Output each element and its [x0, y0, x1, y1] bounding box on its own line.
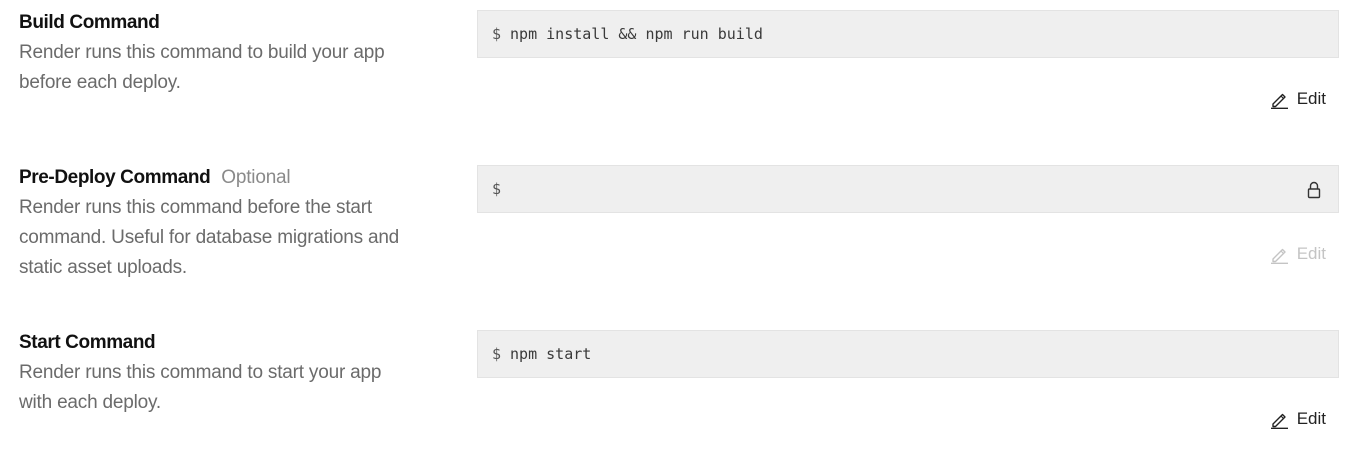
build-command-description: Render runs this command to build your a… [19, 38, 439, 98]
description-line: command. Useful for database migrations … [19, 227, 400, 248]
edit-label: Edit [1296, 244, 1326, 263]
build-command-field[interactable]: $ npm install && npm run build [477, 10, 1339, 58]
optional-tag: Optional [221, 167, 291, 188]
start-command-description: Render runs this command to start your a… [19, 358, 439, 418]
start-command-info: Start Command Render runs this command t… [19, 332, 439, 418]
build-command-title: Build Command [19, 12, 160, 33]
shell-prompt: $ [492, 25, 502, 43]
lock-icon [1307, 181, 1321, 199]
start-command-field[interactable]: $ npm start [477, 330, 1339, 378]
pre-deploy-command-field[interactable]: $ [477, 165, 1339, 213]
start-command-edit-button[interactable]: Edit [1270, 409, 1326, 429]
description-line: before each deploy. [19, 72, 181, 93]
description-line: static asset uploads. [19, 257, 187, 278]
description-line: Render runs this command before the star… [19, 197, 372, 218]
shell-prompt: $ [492, 180, 502, 198]
build-command-info: Build Command Render runs this command t… [19, 12, 439, 98]
build-command-edit-button[interactable]: Edit [1270, 89, 1326, 109]
start-command-title: Start Command [19, 332, 156, 353]
description-line: with each deploy. [19, 392, 162, 413]
pre-deploy-command-edit-button[interactable]: Edit [1270, 244, 1326, 264]
edit-label: Edit [1296, 89, 1326, 108]
pre-deploy-command-info: Pre-Deploy Command Optional Render runs … [19, 167, 439, 283]
description-line: Render runs this command to start your a… [19, 362, 382, 383]
start-command-value: npm start [510, 345, 592, 363]
pre-deploy-command-description: Render runs this command before the star… [19, 193, 439, 283]
pencil-icon [1270, 93, 1288, 109]
pencil-icon [1270, 413, 1288, 429]
pre-deploy-command-title: Pre-Deploy Command [19, 167, 211, 188]
edit-label: Edit [1296, 409, 1326, 428]
build-command-value: npm install && npm run build [510, 25, 763, 43]
shell-prompt: $ [492, 345, 502, 363]
description-line: Render runs this command to build your a… [19, 42, 385, 63]
pencil-icon [1270, 248, 1288, 264]
